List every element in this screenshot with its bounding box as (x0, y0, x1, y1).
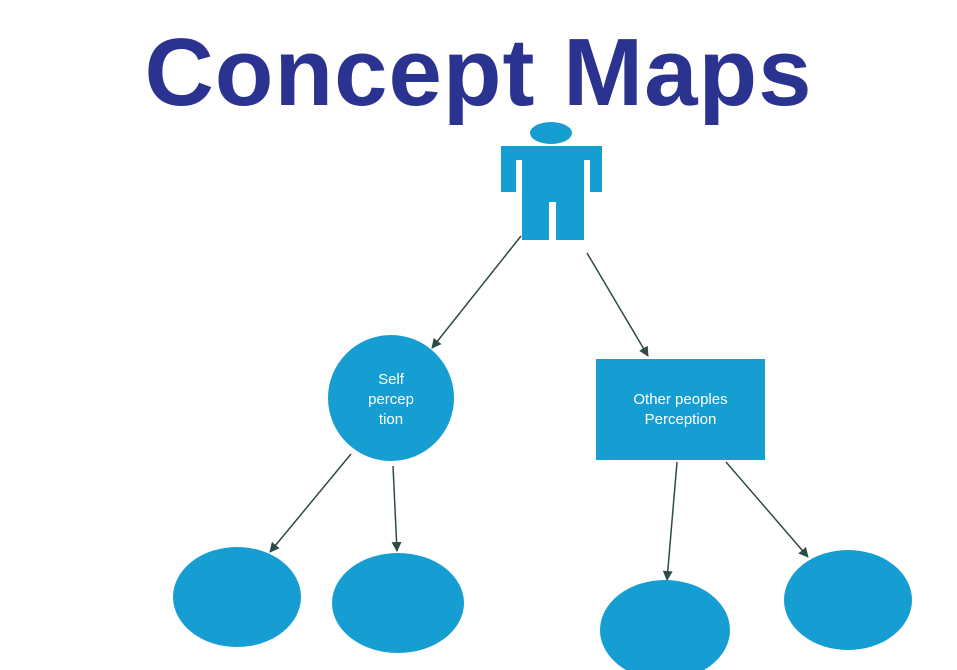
arrow-root-to-self (431, 235, 522, 349)
leaf-node-2 (332, 553, 464, 653)
leaf-node-1 (173, 547, 301, 647)
self-perception-label: Self percep tion (341, 370, 441, 430)
arrow-self-to-leaf2 (391, 465, 402, 552)
other-peoples-perception-label: Other peoples Perception (596, 390, 765, 430)
arrow-others-to-leaf3 (662, 461, 678, 581)
label-line: Perception (644, 411, 717, 428)
arrow-self-to-leaf1 (269, 453, 352, 553)
label-line: tion (378, 411, 404, 428)
self-perception-node (328, 335, 454, 461)
person-icon (501, 122, 602, 240)
page-title: Concept Maps (144, 19, 813, 126)
other-peoples-perception-node (596, 359, 765, 460)
arrow-others-to-leaf4 (725, 461, 809, 558)
label-line: percep (368, 391, 414, 408)
label-line: Other peoples (633, 391, 728, 408)
leaf-node-4 (784, 550, 912, 650)
arrow-root-to-others (586, 252, 649, 357)
label-line: Self (378, 371, 404, 388)
leaf-node-3 (600, 580, 730, 670)
